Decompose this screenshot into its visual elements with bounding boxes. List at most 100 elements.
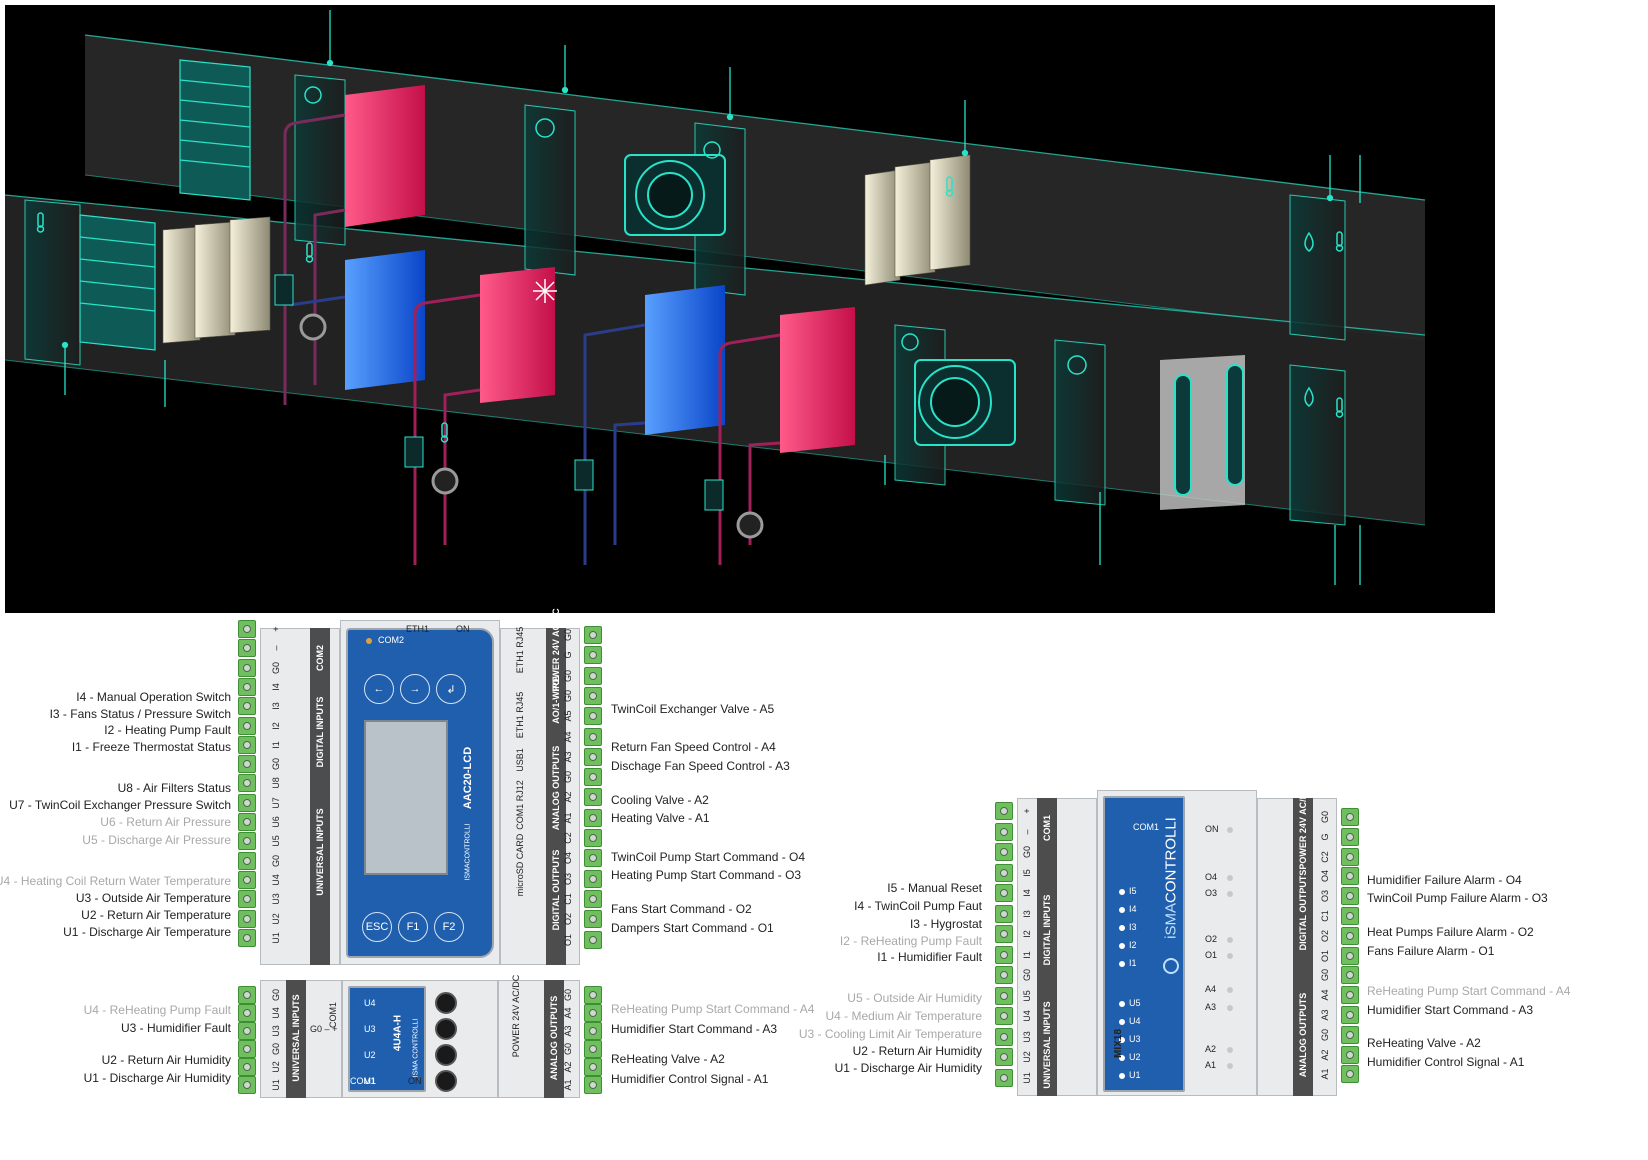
aac20-left-terminal[interactable] — [238, 620, 256, 638]
aac20-left-terminal[interactable] — [238, 870, 256, 889]
m4u4a-left-label-strip — [286, 980, 306, 1098]
aac20-right-arrow-button[interactable]: → — [400, 674, 430, 704]
m4u4a-right-terminal[interactable] — [584, 1076, 602, 1094]
m4u4a-left-terminal[interactable] — [238, 986, 256, 1004]
mix18-left-terminal[interactable] — [995, 863, 1013, 882]
mix18-left-terminal[interactable] — [995, 904, 1013, 923]
m4u4a-on-label: ON — [408, 1076, 422, 1086]
mix18-right-terminal[interactable] — [1341, 827, 1359, 846]
aac20-right-pin-label: A5 — [563, 710, 573, 722]
m4u4a-knob-a3[interactable] — [435, 1018, 457, 1040]
aac20-left-pin-label: U8 — [271, 777, 281, 790]
mix18-left-terminal[interactable] — [995, 925, 1013, 943]
m4u4a-right-terminal[interactable] — [584, 1040, 602, 1058]
aac20-enter-button[interactable]: ↲ — [436, 674, 466, 704]
mix18-right-terminal[interactable] — [1341, 966, 1359, 985]
aac20-left-terminal[interactable] — [238, 832, 256, 851]
aac20-left-terminal[interactable] — [238, 909, 256, 928]
aac20-right-terminal[interactable] — [584, 747, 602, 766]
m4u4a-right-terminal[interactable] — [584, 986, 602, 1004]
m4u4a-knob-a4[interactable] — [435, 992, 457, 1014]
mix18-left-terminal[interactable] — [995, 966, 1013, 984]
aac20-right-terminal[interactable] — [584, 768, 602, 787]
aac20-left-terminal[interactable] — [238, 813, 256, 831]
m4u4a-right-terminal[interactable] — [584, 1022, 602, 1040]
mix18-right-terminal[interactable] — [1341, 1006, 1359, 1024]
aac20-left-terminal[interactable] — [238, 639, 256, 658]
mix18-left-terminal[interactable] — [995, 843, 1013, 861]
aac20-right-terminal[interactable] — [584, 910, 602, 929]
mix18-left-terminal[interactable] — [995, 986, 1013, 1005]
aac20-right-terminal[interactable] — [584, 666, 602, 685]
aac20-left-terminal[interactable] — [238, 677, 256, 696]
aac20-right-terminal[interactable] — [584, 869, 602, 888]
mix18-left-terminal[interactable] — [995, 945, 1013, 964]
m4u4a-group-analog-outputs: ANALOG OUTPUTS — [549, 995, 559, 1081]
mix18-left-terminal[interactable] — [995, 1007, 1013, 1025]
m4u4a-knob-a2[interactable] — [435, 1044, 457, 1066]
aac20-left-arrow-button[interactable]: ← — [364, 674, 394, 704]
aac20-left-terminal[interactable] — [238, 774, 256, 793]
mix18-left-terminal[interactable] — [995, 802, 1013, 820]
aac20-right-terminal[interactable] — [584, 808, 602, 827]
mix18-left-terminal[interactable] — [995, 884, 1013, 902]
m4u4a-right-housing — [498, 980, 580, 1098]
aac20-left-terminal[interactable] — [238, 890, 256, 909]
m4u4a-right-terminal[interactable] — [584, 1004, 602, 1022]
aac20-left-terminal[interactable] — [238, 851, 256, 870]
aac20-right-terminal[interactable] — [584, 930, 602, 949]
aac20-left-terminal[interactable] — [238, 735, 256, 754]
aac20-left-pin-label: U7 — [271, 796, 281, 809]
mix18-right-terminal[interactable] — [1341, 1065, 1359, 1084]
aac20-right-terminal[interactable] — [584, 727, 602, 746]
aac20-port-eth1-b: ETH1 RJ45 — [515, 691, 525, 739]
m4u4a-knob-a1[interactable] — [435, 1070, 457, 1092]
m4u4a-left-terminal[interactable] — [238, 1022, 256, 1040]
aac20-right-terminal[interactable] — [584, 889, 602, 908]
aac20-left-pin-label: U5 — [271, 835, 281, 848]
aac20-f2-button[interactable]: F2 — [434, 912, 464, 942]
mix18-brand-label: iSMACONTROLLI — [1163, 817, 1180, 939]
aac20-right-terminal[interactable] — [584, 646, 602, 665]
aac20-right-terminal[interactable] — [584, 707, 602, 726]
mix18-right-terminal[interactable] — [1341, 926, 1359, 945]
mix18-left-terminal[interactable] — [995, 1048, 1013, 1066]
m4u4a-left-terminal[interactable] — [238, 1076, 256, 1094]
aac20-right-terminal[interactable] — [584, 788, 602, 807]
m4u4a-right-terminal[interactable] — [584, 1058, 602, 1076]
aac20-f1-button[interactable]: F1 — [398, 912, 428, 942]
aac20-left-terminal[interactable] — [238, 755, 256, 774]
aac20-right-terminal[interactable] — [584, 686, 602, 705]
aac20-left-terminal[interactable] — [238, 716, 256, 735]
mix18-right-terminal[interactable] — [1341, 847, 1359, 866]
m4u4a-left-terminal[interactable] — [238, 1058, 256, 1076]
mix18-right-terminal[interactable] — [1341, 986, 1359, 1005]
aac20-left-terminal[interactable] — [238, 658, 256, 677]
mix18-left-label: U5 - Outside Air Humidity — [847, 991, 982, 1005]
mix18-right-terminal[interactable] — [1341, 1045, 1359, 1064]
mix18-right-terminal[interactable] — [1341, 808, 1359, 826]
aac20-esc-button[interactable]: ESC — [362, 912, 392, 942]
aac20-right-terminal[interactable] — [584, 626, 602, 644]
aac20-left-terminal[interactable] — [238, 793, 256, 812]
aac20-right-terminal[interactable] — [584, 829, 602, 847]
m4u4a-left-terminal[interactable] — [238, 1040, 256, 1058]
mix18-panel-output-label: A1 — [1205, 1060, 1217, 1070]
mix18-panel-output-label: A4 — [1205, 984, 1217, 994]
aac20-right-terminal[interactable] — [584, 849, 602, 868]
mix18-right-terminal[interactable] — [1341, 1025, 1359, 1044]
aac20-left-terminal[interactable] — [238, 697, 256, 716]
mix18-group-universal-inputs: UNIVERSAL INPUTS — [1042, 1001, 1052, 1089]
aac20-left-terminal[interactable] — [238, 928, 256, 947]
mix18-right-terminal[interactable] — [1341, 887, 1359, 906]
mix18-left-terminal[interactable] — [995, 1027, 1013, 1046]
mix18-left-terminal[interactable] — [995, 822, 1013, 841]
mix18-right-terminal[interactable] — [1341, 946, 1359, 965]
mix18-left-terminal[interactable] — [995, 1068, 1013, 1087]
aac20-led-on-label: ON — [456, 624, 470, 634]
m4u4a-left-terminal[interactable] — [238, 1004, 256, 1022]
mix18-right-terminal[interactable] — [1341, 907, 1359, 925]
mix18-right-terminal[interactable] — [1341, 867, 1359, 886]
mix18-output-led — [1227, 827, 1233, 833]
aac20-right-label: Dampers Start Command - O1 — [611, 921, 774, 935]
